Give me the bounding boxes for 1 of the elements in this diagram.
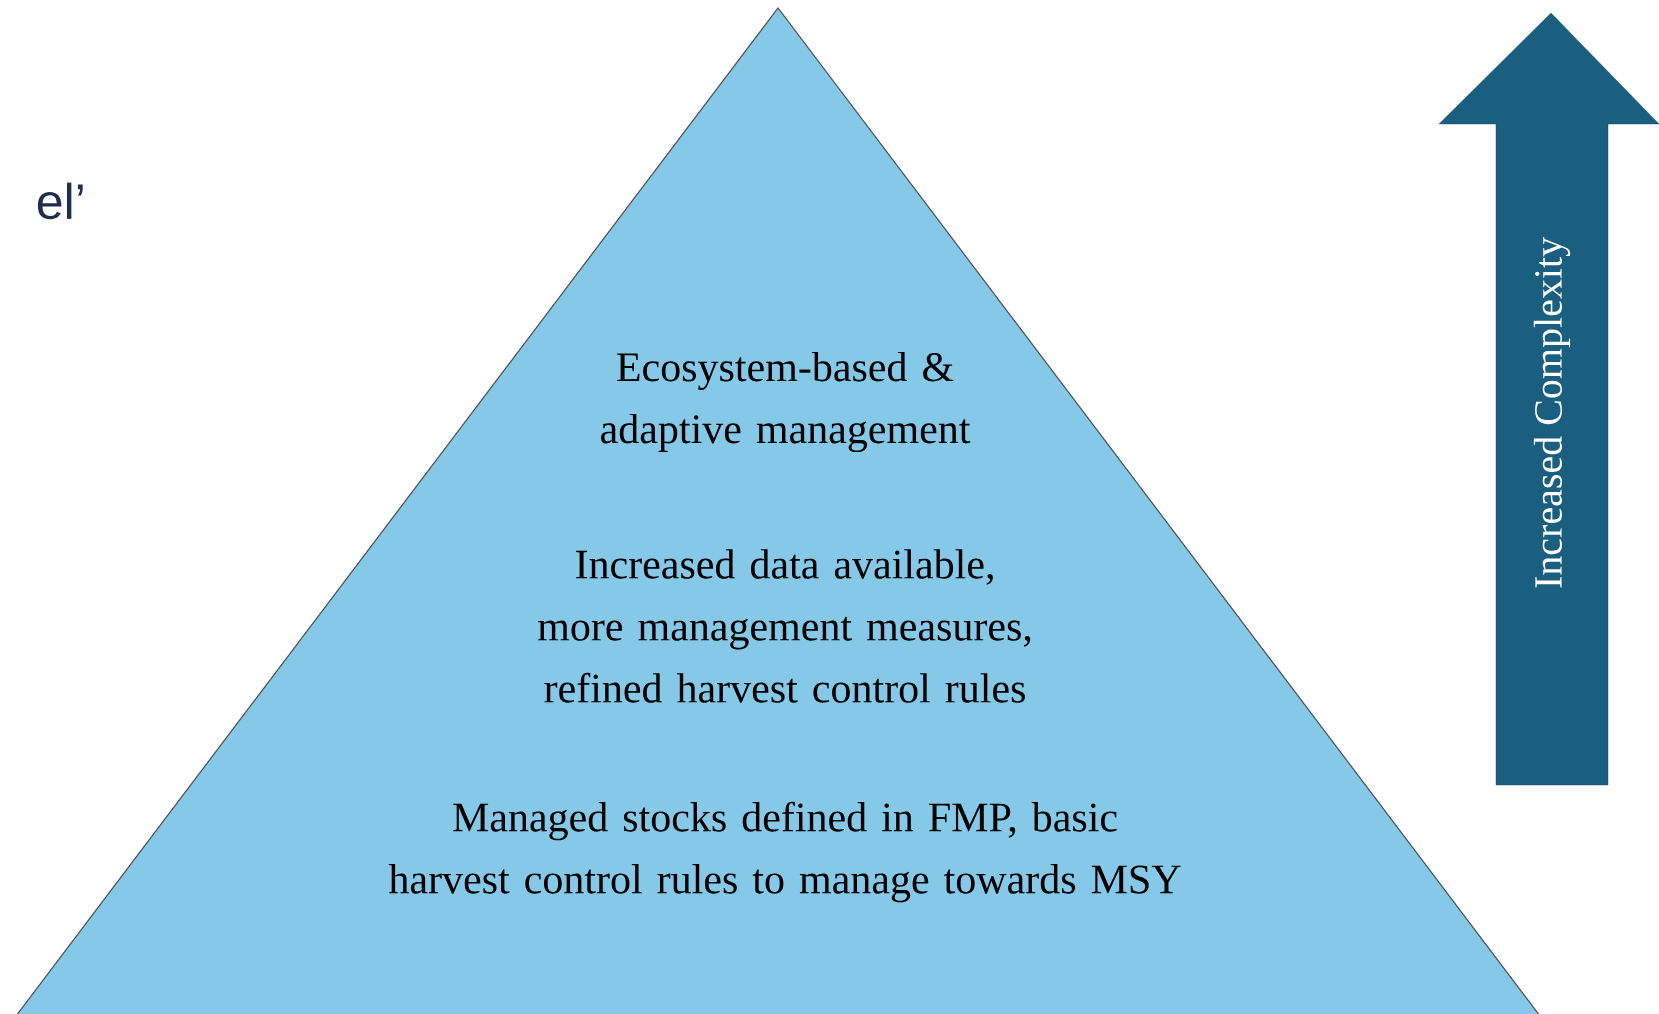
heading-fragment: el’	[37, 182, 83, 220]
